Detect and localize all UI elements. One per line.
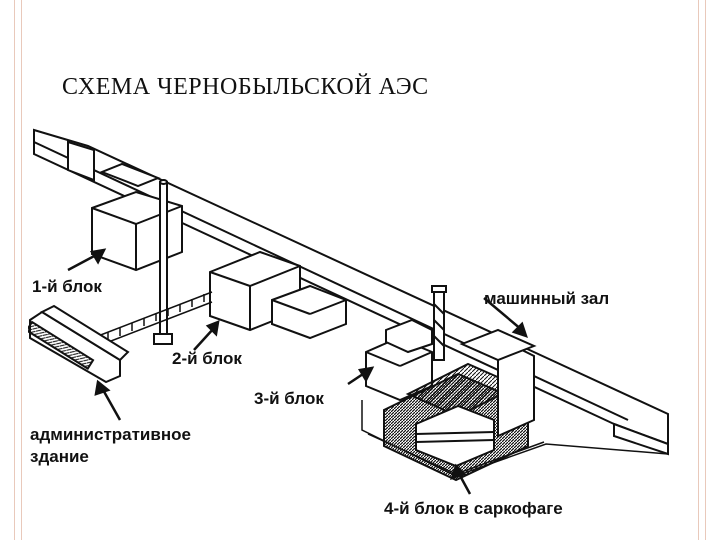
slide-frame-right — [698, 0, 706, 540]
label-unit3: 3-й блок — [254, 389, 324, 408]
label-admin-line2: здание — [30, 447, 89, 466]
slide-frame-left — [14, 0, 22, 540]
label-unit1: 1-й блок — [32, 277, 102, 296]
slide-title: СХЕМА ЧЕРНОБЫЛЬСКОЙ АЭС — [62, 74, 429, 100]
label-arrows — [67, 248, 528, 495]
label-unit4: 4-й блок в саркофаге — [384, 499, 563, 518]
label-unit2: 2-й блок — [172, 349, 242, 368]
plant-diagram: 1-й блок 2-й блок 3-й блок машинный зал … — [28, 124, 686, 520]
label-admin-line1: административное — [30, 425, 191, 444]
ventilation-stack-1 — [153, 179, 173, 345]
unit4-sarcophagus — [383, 328, 537, 482]
conveyor-structure — [97, 291, 213, 347]
label-turbine-hall: машинный зал — [484, 289, 609, 308]
unit2-building — [209, 250, 347, 340]
ventilation-stack-2 — [431, 285, 447, 361]
admin-building — [28, 304, 130, 384]
